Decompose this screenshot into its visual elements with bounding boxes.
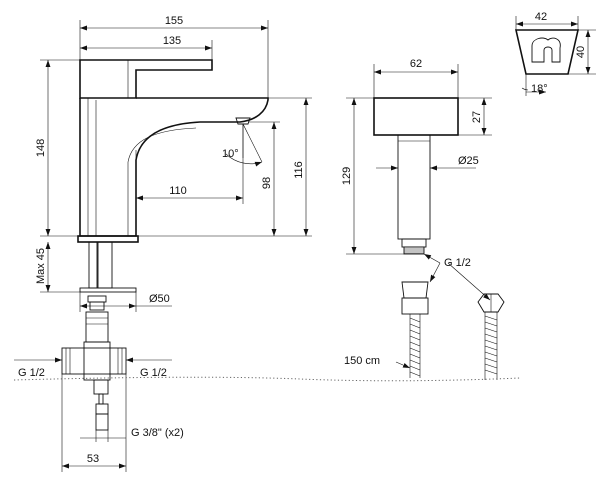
shower-thread (403, 246, 425, 255)
label-thread-right: G 1/2 (140, 367, 167, 379)
angle-valve (61, 347, 127, 375)
shower-head (373, 97, 459, 136)
faucet-handle (79, 59, 213, 99)
dim-angle-18: 18° (531, 83, 548, 95)
wall-holder-dimensions: 42 40 18° (515, 11, 596, 96)
dim-116: 116 (293, 161, 305, 179)
dim-40: 40 (575, 46, 587, 58)
hose-drawing (401, 281, 505, 380)
faucet-drawing (61, 59, 269, 431)
dim-62: 62 (410, 58, 422, 70)
dim-110: 110 (169, 185, 187, 197)
label-shower-thread: G 1/2 (444, 257, 471, 269)
holder-clip (531, 37, 561, 63)
hose-nut-left (401, 297, 429, 315)
label-thread-bottom: G 3/8" (x2) (131, 427, 184, 439)
dim-27: 27 (471, 111, 483, 123)
wall-holder-drawing (514, 29, 580, 75)
dim-diameter-25: Ø25 (458, 155, 479, 167)
dim-148: 148 (35, 139, 47, 157)
dim-98: 98 (261, 177, 273, 189)
faucet-base (77, 235, 139, 243)
dim-max-45: Max 45 (35, 248, 47, 284)
dim-42: 42 (535, 11, 547, 23)
label-thread-left: G 1/2 (18, 367, 45, 379)
faucet-body (79, 97, 269, 237)
floor-line (13, 376, 521, 382)
label-hose-length: 150 cm (344, 355, 380, 367)
dim-135: 135 (163, 35, 181, 47)
faucet-dimensions: 155 135 148 Max 45 110 10° 98 116 (14, 15, 312, 472)
mounting-shank (97, 241, 113, 289)
hand-shower-dimensions: 62 27 129 Ø25 G 1/2 (341, 58, 492, 301)
hand-shower-drawing (373, 97, 459, 255)
dim-129: 129 (341, 167, 353, 185)
holder-body (514, 29, 580, 75)
shower-handle (397, 134, 431, 240)
faucet-aerator (235, 117, 251, 125)
dim-53: 53 (87, 453, 99, 465)
dim-diameter-50: Ø50 (149, 293, 170, 305)
mounting-plate (79, 287, 137, 293)
hose-dimensions: 150 cm (344, 355, 411, 369)
hose-connector (95, 413, 109, 431)
hose-nut-right (477, 293, 505, 313)
dim-angle-10: 10° (222, 148, 239, 160)
dim-155: 155 (165, 15, 183, 27)
